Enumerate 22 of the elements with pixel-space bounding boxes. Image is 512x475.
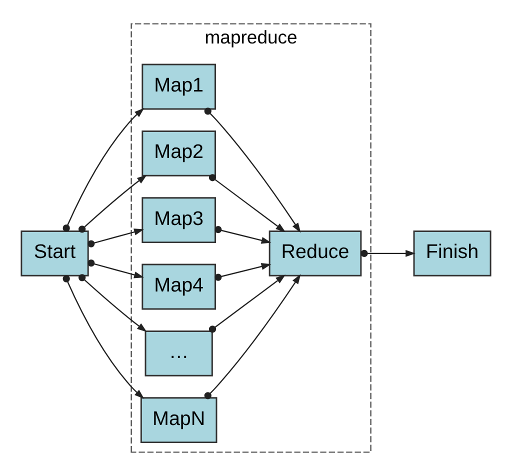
node-box: MapN — [140, 396, 218, 443]
node-box: Map1 — [142, 63, 216, 110]
arrow — [78, 274, 147, 332]
arrow — [62, 274, 144, 398]
node-box: Map4 — [142, 263, 216, 310]
arrow — [78, 174, 147, 232]
arrow — [88, 228, 144, 247]
node-box: Finish — [413, 230, 492, 276]
node-box: Start — [20, 230, 89, 276]
arrow — [214, 225, 272, 244]
arrow — [62, 108, 144, 232]
node-box: … — [144, 330, 213, 376]
node-box: Reduce — [268, 230, 362, 276]
arrow — [208, 274, 286, 332]
arrow — [88, 258, 144, 278]
arrow — [214, 262, 272, 280]
arrow — [204, 274, 301, 399]
arrow — [208, 174, 286, 232]
arrow — [360, 249, 416, 257]
node-box: Map3 — [142, 196, 216, 243]
arrow — [204, 107, 301, 232]
node-box: Map2 — [142, 130, 216, 176]
